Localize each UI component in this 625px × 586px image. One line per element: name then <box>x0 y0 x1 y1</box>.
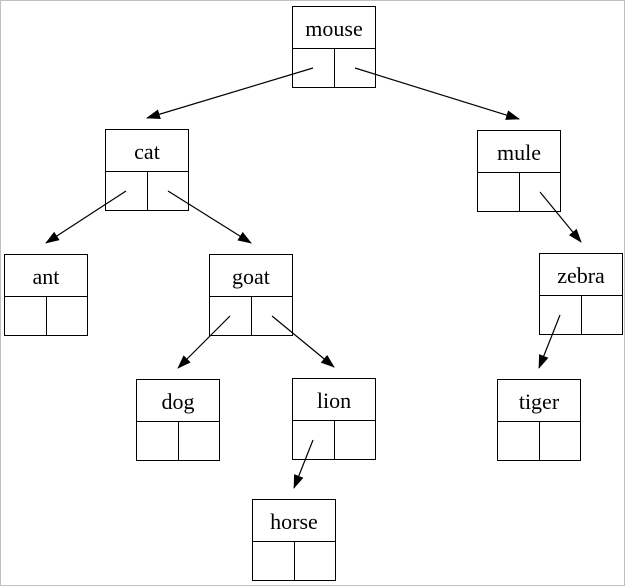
pointer-row <box>106 172 188 210</box>
pointer-row <box>293 49 375 87</box>
tree-node-mouse: mouse <box>292 6 376 88</box>
node-label-ant: ant <box>5 255 87 297</box>
right-child-pointer-cell <box>582 296 623 334</box>
tree-node-lion: lion <box>292 378 376 460</box>
pointer-row <box>253 542 335 580</box>
left-child-pointer-cell <box>293 421 335 459</box>
right-child-pointer-cell <box>252 297 293 335</box>
pointer-row <box>540 296 622 334</box>
tree-node-horse: horse <box>252 499 336 581</box>
right-child-pointer-cell <box>148 172 189 210</box>
node-label-cat: cat <box>106 130 188 172</box>
left-child-pointer-cell <box>253 542 295 580</box>
left-child-pointer-cell <box>540 296 582 334</box>
node-label-goat: goat <box>210 255 292 297</box>
tree-node-tiger: tiger <box>497 379 581 461</box>
left-child-pointer-cell <box>210 297 252 335</box>
pointer-row <box>210 297 292 335</box>
tree-node-mule: mule <box>477 130 561 212</box>
right-child-pointer-cell <box>520 173 561 211</box>
node-label-tiger: tiger <box>498 380 580 422</box>
right-child-pointer-cell <box>179 422 220 460</box>
edge-mouse-left-to-cat <box>146 67 314 120</box>
right-child-pointer-cell <box>335 49 376 87</box>
tree-node-dog: dog <box>136 379 220 461</box>
left-child-pointer-cell <box>5 297 47 335</box>
node-label-mouse: mouse <box>293 7 375 49</box>
left-child-pointer-cell <box>106 172 148 210</box>
right-child-pointer-cell <box>295 542 336 580</box>
left-child-pointer-cell <box>498 422 540 460</box>
right-child-pointer-cell <box>335 421 376 459</box>
tree-node-goat: goat <box>209 254 293 336</box>
left-child-pointer-cell <box>478 173 520 211</box>
tree-node-ant: ant <box>4 254 88 336</box>
node-label-dog: dog <box>137 380 219 422</box>
right-child-pointer-cell <box>47 297 88 335</box>
tree-node-zebra: zebra <box>539 253 623 335</box>
pointer-row <box>498 422 580 460</box>
pointer-row <box>478 173 560 211</box>
node-label-lion: lion <box>293 379 375 421</box>
node-label-horse: horse <box>253 500 335 542</box>
pointer-row <box>5 297 87 335</box>
pointer-row <box>293 421 375 459</box>
right-child-pointer-cell <box>540 422 581 460</box>
tree-node-cat: cat <box>105 129 189 211</box>
left-child-pointer-cell <box>137 422 179 460</box>
edge-mouse-right-to-mule <box>354 67 520 120</box>
pointer-row <box>137 422 219 460</box>
node-label-zebra: zebra <box>540 254 622 296</box>
node-label-mule: mule <box>478 131 560 173</box>
left-child-pointer-cell <box>293 49 335 87</box>
